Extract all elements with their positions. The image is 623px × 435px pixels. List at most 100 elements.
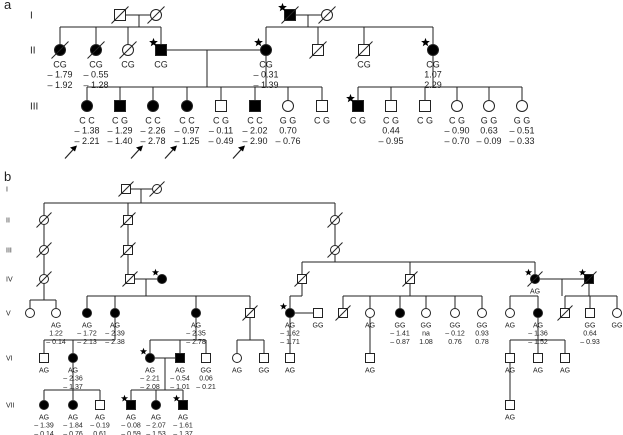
score-value: – 0.59: [121, 431, 141, 435]
genotype-label: AG: [285, 368, 295, 375]
deceased-slash: [335, 305, 351, 321]
male-symbol: [175, 353, 185, 363]
score-value: – 2.21: [140, 376, 160, 383]
proband-star-icon: [346, 93, 355, 103]
individual-bV7: AG– 1.62– 1.71: [279, 302, 300, 346]
genotype-label: AG: [533, 368, 543, 375]
score-value: 1.07: [424, 70, 442, 80]
individual-bIII1: [36, 242, 52, 258]
genotype-label: CG: [89, 60, 103, 70]
female-symbol: [81, 100, 93, 112]
male-symbol: [560, 353, 570, 363]
generation-label: I: [30, 11, 33, 22]
individual-aII8: CG1.072.29: [421, 37, 442, 90]
score-value: 1.22: [49, 331, 63, 338]
score-value: – 1.71: [280, 339, 300, 346]
individual-bVI7: GG: [259, 353, 270, 375]
deceased-slash: [147, 6, 165, 24]
deceased-slash: [355, 41, 373, 59]
male-symbol: [533, 353, 543, 363]
score-value: – 2.07: [146, 423, 166, 430]
score-value: – 1.39: [34, 423, 54, 430]
deceased-slash: [318, 6, 336, 24]
score-value: – 2.13: [77, 339, 97, 346]
score-value: 0.61: [93, 431, 107, 435]
male-symbol: [259, 353, 269, 363]
genotype-label: C C: [79, 116, 95, 126]
genotype-label: G G: [514, 116, 531, 126]
female-symbol: [516, 100, 528, 112]
genotype-label: AG: [39, 415, 49, 422]
genotype-label: C C: [145, 116, 161, 126]
genotype-label: AG: [178, 415, 188, 422]
genotype-label: C C: [247, 116, 263, 126]
male-symbol: [249, 100, 261, 112]
individual-bVI4: AG– 0.54– 1.01: [170, 353, 190, 391]
deceased-slash: [111, 6, 129, 24]
female-symbol: [260, 44, 272, 56]
female-symbol: [181, 100, 193, 112]
male-symbol: [313, 308, 323, 318]
male-symbol: [39, 353, 49, 363]
score-value: – 2.35: [186, 331, 206, 338]
female-symbol: [533, 308, 543, 318]
individual-bVII5: AG– 2.07– 1.53: [146, 400, 166, 435]
score-value: 0.76: [448, 339, 462, 346]
genotype-label: GG: [259, 368, 270, 375]
proband-star-icon: [524, 268, 533, 276]
individual-bIII3: [327, 242, 343, 258]
genotype-label: G G: [481, 116, 498, 126]
score-value: – 1.29: [107, 126, 132, 136]
individual-bIV4: [294, 271, 310, 287]
score-value: – 0.08: [121, 423, 141, 430]
individual-bI1: [118, 181, 134, 197]
score-value: – 1.92: [47, 80, 72, 90]
male-symbol: [114, 100, 126, 112]
individual-aIII3: C C– 2.26– 2.78: [130, 100, 166, 159]
female-symbol: [151, 400, 161, 410]
proband-star-icon: [421, 37, 430, 47]
individual-bV18: GG0.64– 0.93: [580, 308, 600, 346]
genotype-label: GG: [201, 368, 212, 375]
score-value: – 1.79: [47, 70, 72, 80]
female-symbol: [82, 308, 92, 318]
individual-bV6: [242, 305, 258, 321]
genotype-label: GG: [395, 323, 406, 330]
individual-aII3: CG: [119, 41, 137, 70]
score-value: – 1.84: [63, 423, 83, 430]
score-value: 0.78: [475, 339, 489, 346]
individual-aII6: [309, 41, 327, 59]
genotype-label: GG: [612, 323, 623, 330]
score-value: 0.06: [199, 376, 213, 383]
genotype-label: AG: [505, 415, 515, 422]
male-symbol: [285, 353, 295, 363]
genotype-label: C G: [112, 116, 128, 126]
score-value: – 2.38: [105, 339, 125, 346]
female-symbol: [68, 400, 78, 410]
score-value: – 0.19: [90, 423, 110, 430]
individual-aI1: [111, 6, 129, 24]
individual-bV4: AG– 2.39– 2.38: [105, 308, 125, 346]
score-value: – 1.52: [528, 339, 548, 346]
deceased-slash: [527, 271, 543, 287]
generation-label: III: [30, 102, 38, 113]
genotype-label: AG: [126, 415, 136, 422]
individual-bVI2: AG– 2.36– 1.37: [63, 353, 83, 391]
score-value: – 0.09: [476, 136, 501, 146]
individual-bVII6: AG– 1.61– 1.37: [172, 394, 193, 435]
score-value: – 2.08: [140, 384, 160, 391]
individual-aIII4: C C– 0.97– 1.25: [164, 100, 200, 159]
score-value: – 1.01: [170, 384, 190, 391]
individual-bVI5: GG0.06– 0.21: [196, 353, 216, 391]
individual-bIV1: [36, 271, 52, 287]
individual-bIV3: [151, 268, 167, 284]
genotype-label: GG: [477, 323, 488, 330]
proband-star-icon: [139, 347, 148, 355]
deceased-slash: [120, 242, 136, 258]
score-value: 0.64: [583, 331, 597, 338]
proband-star-icon: [279, 302, 288, 310]
genotype-label: GG: [313, 323, 324, 330]
